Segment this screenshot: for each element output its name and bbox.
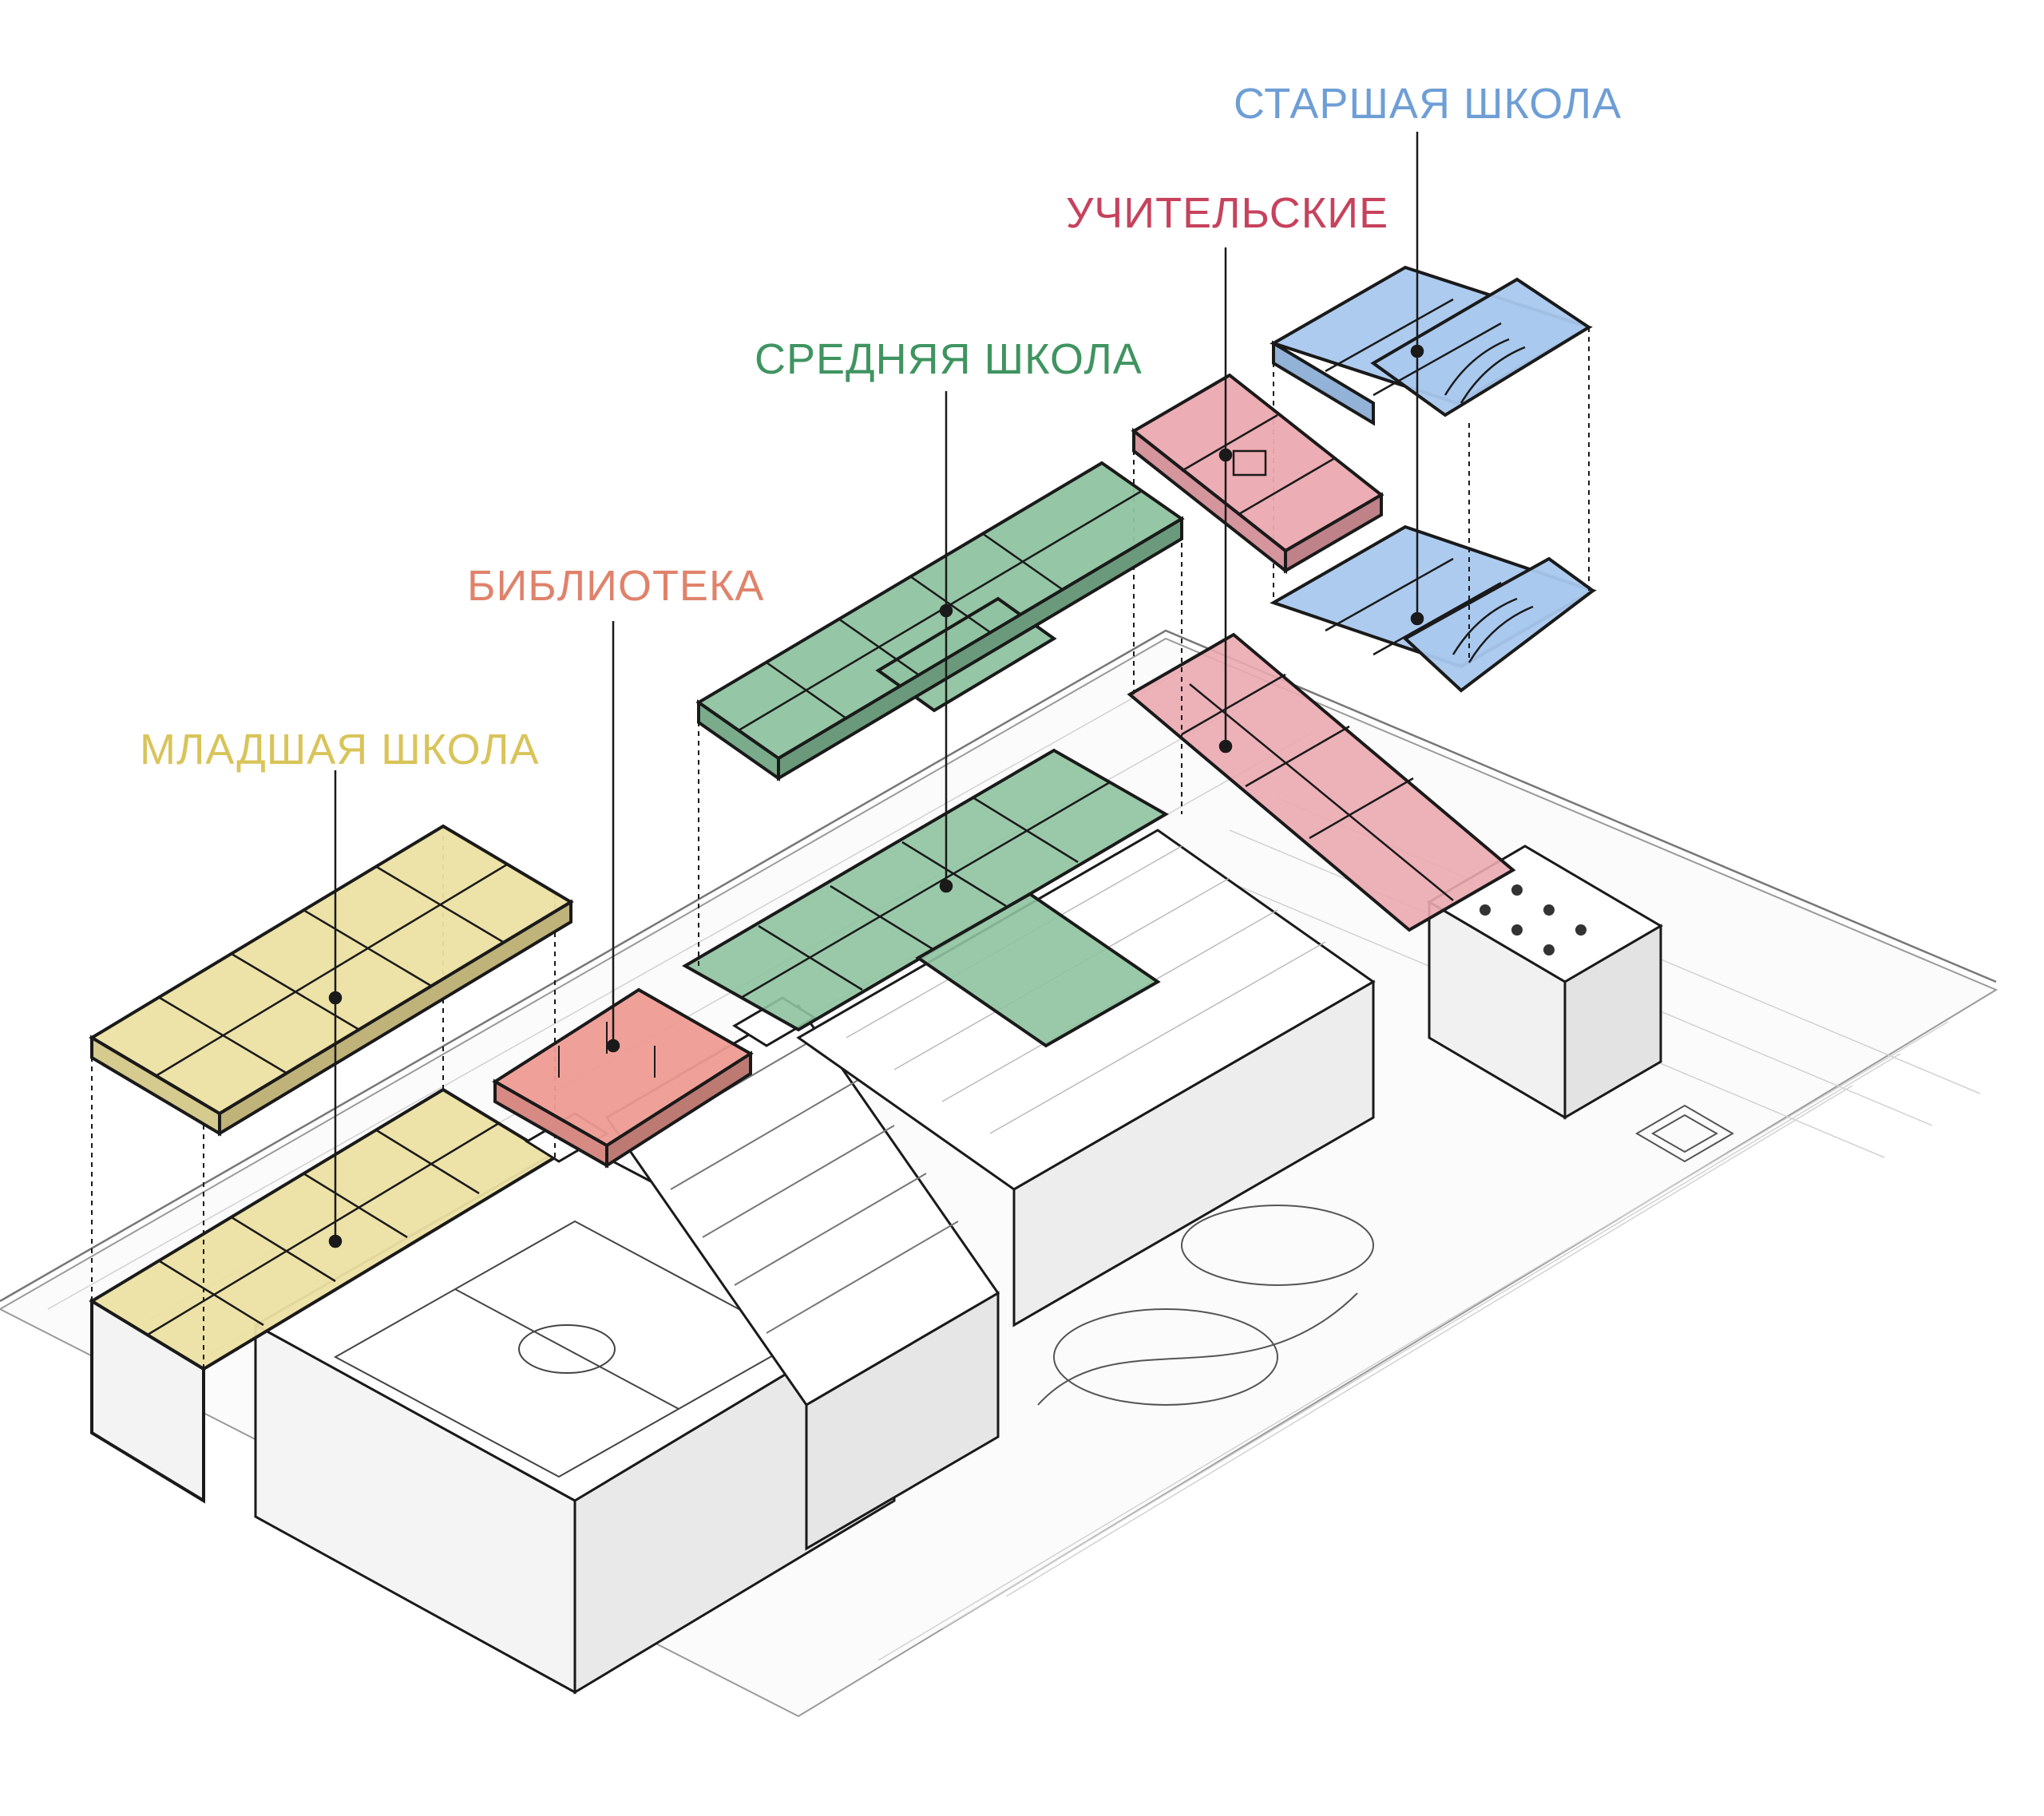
- courtyard-pattern: [1037, 1104, 1734, 1406]
- teachers-upper-dot: [1218, 448, 1233, 462]
- junior-school-label: МЛАДШАЯ ШКОЛА: [140, 726, 540, 773]
- library-dot: [606, 1039, 620, 1053]
- leader-lines: [328, 132, 1424, 1248]
- middle-upper-dot: [939, 603, 953, 618]
- junior-school-upper-floor: [89, 824, 574, 1137]
- teachers-upper-floor: [1131, 373, 1384, 575]
- library-floor: [492, 987, 754, 1169]
- teachers-label: УЧИТЕЛЬСКИЕ: [1066, 189, 1389, 237]
- middle-ground-dot: [939, 879, 953, 893]
- library-label: БИБЛИОТЕКА: [467, 562, 765, 610]
- senior-school-label: СТАРШАЯ ШКОЛА: [1234, 80, 1622, 128]
- junior-upper-dot: [328, 991, 343, 1005]
- senior-school-upper-floor: [1270, 265, 1593, 426]
- junior-ground-dot: [328, 1234, 343, 1248]
- junior-school-ground-floor: [89, 1087, 558, 1504]
- projection-lines: [91, 327, 1590, 1369]
- senior-ground-dot: [1410, 611, 1424, 626]
- teachers-ground-dot: [1218, 739, 1233, 754]
- middle-school-ground-floor: [681, 748, 1169, 1048]
- middle-school-label: СРЕДНЯЯ ШКОЛА: [755, 335, 1143, 383]
- auditorium-block: [604, 1004, 1000, 1551]
- senior-school-ground-floor: [1270, 524, 1597, 693]
- senior-upper-dot: [1410, 344, 1424, 358]
